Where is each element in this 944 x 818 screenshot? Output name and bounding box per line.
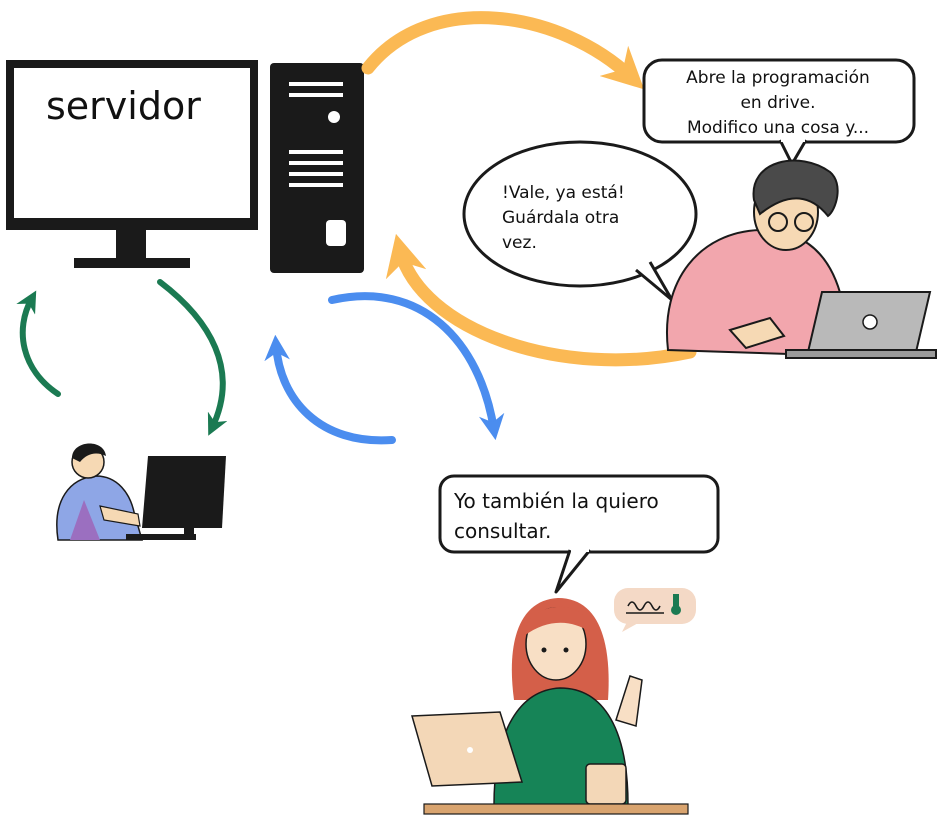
reply-speech-bubble	[462, 140, 698, 302]
editor-bubble-line: Modifico una cosa y...	[686, 118, 870, 138]
reply-bubble-line: !Vale, ya está!	[502, 183, 625, 203]
green-arrow-to-server	[16, 290, 61, 397]
reply-bubble-text: !Vale, ya está! Guárdala otra vez.	[502, 181, 672, 256]
editor-bubble-text: Abre la programación en drive. Modifico …	[652, 66, 904, 141]
viewer-person-illustration	[411, 598, 689, 815]
reply-bubble-line: Guárdala otra	[502, 208, 620, 228]
server-tower	[270, 63, 364, 273]
editor-bubble-line: en drive.	[740, 93, 816, 113]
viewer-speech-bubble	[438, 474, 720, 594]
reply-bubble-line: vez.	[502, 233, 537, 253]
blue-arrow-to-server	[264, 334, 396, 445]
blue-arrow-to-viewer	[328, 292, 505, 441]
editor-speech-bubble	[642, 58, 916, 166]
orange-arrow-to-server	[385, 233, 697, 367]
editor-person-illustration	[666, 159, 937, 359]
orange-arrow-to-editor	[361, 11, 645, 90]
viewer-bubble-line: Yo también la quiero	[454, 489, 659, 513]
editor-bubble-line: Abre la programación	[686, 68, 870, 88]
green-arrow-to-user	[157, 279, 228, 436]
thought-bubble	[614, 588, 696, 632]
desktop-user-illustration	[56, 443, 226, 541]
server-monitor	[6, 60, 258, 268]
tablet-icon	[411, 711, 524, 787]
viewer-bubble-text: Yo también la quiero consultar.	[454, 486, 714, 546]
viewer-bubble-line: consultar.	[454, 519, 552, 543]
server-label: servidor	[46, 84, 201, 128]
